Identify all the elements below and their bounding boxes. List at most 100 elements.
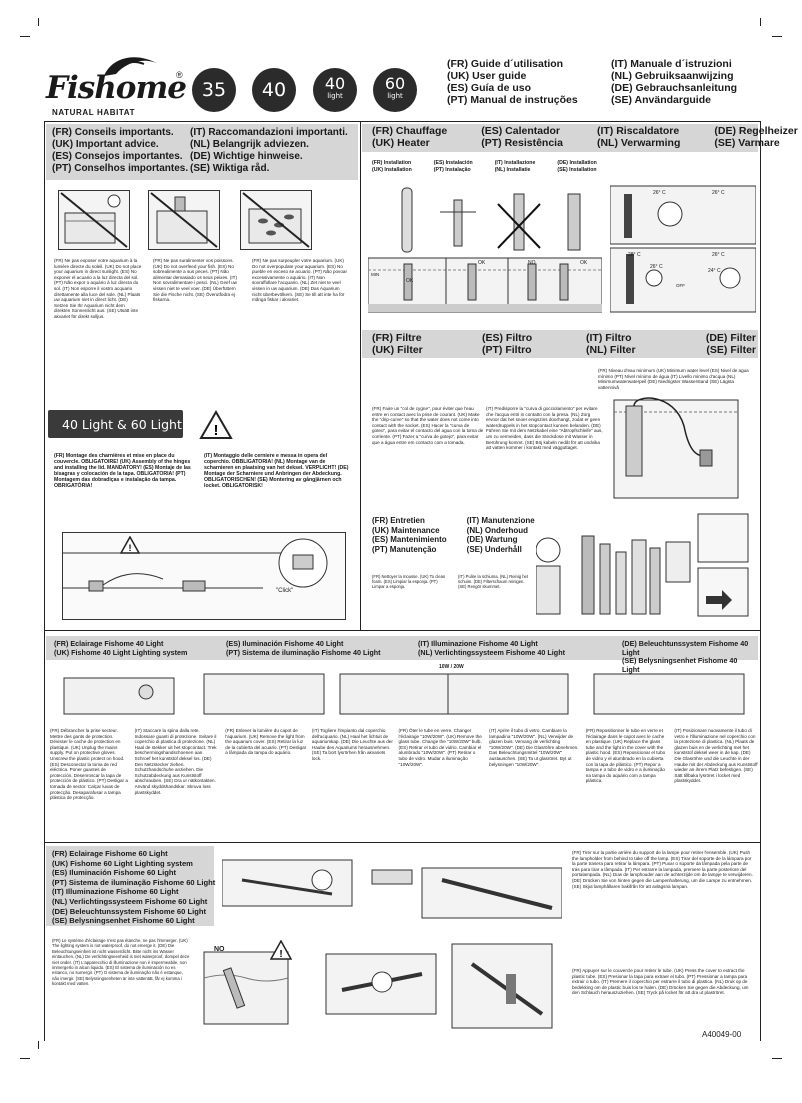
maintenance-label: (SE) Underhåll (466, 544, 522, 554)
overpopulate-illustration (240, 190, 312, 250)
registered-mark: ® (176, 70, 183, 80)
maintenance-label: (DE) Wartung (466, 535, 518, 544)
divider (44, 121, 761, 122)
step-text: (FR) Ôter le tube en verre. Changer l'éc… (398, 728, 482, 767)
install-label: (UK) Installation (372, 167, 412, 173)
heater-label: (IT) Riscaldatore (596, 125, 680, 137)
filter-illustration (613, 397, 739, 499)
lighting60-title: (UK) Fishome 60 Light Lighting system (52, 858, 193, 868)
maintenance-label: (NL) Onderhoud (466, 525, 528, 535)
heater-no-label: NO (528, 260, 536, 266)
guide-title: (FR) Guide d´utilisation (447, 58, 564, 70)
brand-logo: Fishome ® NATURAL HABITAT (46, 50, 187, 120)
important-label: (PT) Conselhos importantes. (52, 163, 189, 174)
lighting60-title: (SE) Belysningsenhet Fishome 60 Light (52, 916, 195, 926)
lighting60-step1-text: (FR) Tirer sur la partie arrière du supp… (572, 850, 753, 889)
crop-mark (20, 1058, 30, 1059)
temp-label: 24° C (708, 268, 721, 274)
guide-titles-col2: (IT) Manuale d´istruzioni (NL) Gebruiksa… (611, 58, 737, 106)
filter-water-level: (FR) Niveau d'eau minimum (UK) Minimum w… (598, 368, 749, 390)
maintenance-note-1: (FR) Nettoyer la mousse. (UK) To clean f… (372, 574, 446, 590)
filter-label: (PT) Filtro (482, 344, 532, 356)
brand-tagline: NATURAL HABITAT (52, 108, 136, 117)
install-label: (FR) Installation (372, 160, 412, 166)
filter-label: (UK) Filter (372, 344, 423, 356)
temp-label: 26° C (650, 264, 663, 270)
tube-extraction-illustration (325, 943, 553, 1029)
filter-text-left: (FR) Faire un "col de cygne", pour évite… (372, 406, 484, 445)
no-label: NO (214, 946, 225, 953)
filter-label: (NL) Filter (586, 344, 636, 356)
maintenance-headers: (FR) Entretien (UK) Maintenance (ES) Man… (372, 516, 535, 554)
lighting40-title-group: (DE) Beleuchtunssystem Fishome 40 Light(… (622, 639, 749, 674)
click-label: "Click" (276, 588, 294, 594)
svg-text:!: ! (279, 949, 282, 960)
light-section-text-right: (IT) Montaggio delle cerniere e messa in… (204, 453, 349, 489)
heater-install-labels: (FR) Installation (UK) Installation (ES)… (372, 160, 597, 174)
divider (44, 121, 45, 1041)
warning-triangle-icon: ! (270, 940, 292, 960)
crop-mark (38, 1041, 39, 1049)
lighting60-step2-text: (FR) Appuyer sur le couvercle pour retir… (572, 968, 749, 996)
maintenance-label: (ES) Mantenimiento (372, 535, 447, 544)
install-label: (DE) Installation (557, 160, 597, 166)
temp-label: 28° C (628, 252, 641, 258)
install-label: (NL) Installatie (494, 167, 531, 173)
lighting60-title: (FR) Eclairage Fishome 60 Light (52, 849, 168, 858)
guide-title: (DE) Gebrauchsanleitung (611, 82, 738, 94)
heater-off-label: OFF (676, 283, 685, 288)
lighting40-illustration (63, 673, 745, 715)
crop-mark (772, 1058, 782, 1059)
heater-label: (DE) Regelheizer (714, 125, 798, 137)
filter-text-right: (IT) Predisporre la "curva di gocciolame… (486, 406, 603, 451)
heater-label: (FR) Chauffage (372, 125, 448, 137)
lighting40-titles: (FR) Eclairage Fishome 40 Light(UK) Fish… (54, 639, 754, 674)
svg-text:!: ! (129, 543, 132, 553)
hinge-illustration (62, 532, 346, 620)
warning-triangle-icon: ! (199, 410, 233, 439)
heater-label: (UK) Heater (372, 137, 430, 149)
divider (44, 842, 761, 843)
heater-label: (ES) Calentador (481, 125, 561, 137)
document-code: A40049-00 (702, 1030, 742, 1039)
lighting60-header (46, 846, 214, 926)
install-label: (ES) Instalación (433, 160, 473, 166)
crop-mark (772, 36, 782, 37)
important-label: (ES) Consejos importantes. (52, 151, 183, 162)
heater-label: (SE) Varmare (714, 137, 780, 149)
lighting40-header (46, 636, 758, 660)
guide-title: (UK) User guide (447, 70, 527, 82)
divider (360, 121, 361, 630)
lighting60-waterproof-text: (FR) Le système d'éclairage n'est pas ét… (52, 938, 190, 987)
lighting40-title-group: (FR) Eclairage Fishome 40 Light(UK) Fish… (54, 639, 188, 657)
no-water-illustration (203, 951, 289, 1025)
temp-label: 26° C (653, 190, 666, 196)
maintenance-illustration (536, 513, 749, 617)
svg-text:!: ! (214, 422, 219, 439)
divider (760, 121, 761, 1041)
filter-headers: (FR) Filtre (UK) Filter (ES) Filtro (PT)… (372, 332, 756, 356)
important-label: (FR) Conseils importants. (52, 127, 174, 138)
lighting40-title-group: (ES) Iluminación Fishome 40 Light(PT) Si… (226, 639, 381, 657)
lighting60-title: (ES) Iluminación Fishome 60 Light (52, 868, 177, 878)
heater-min-label: MIN (371, 272, 380, 277)
model-badge-40: 40 (252, 68, 296, 112)
light-section-text-left: (FR) Montage des charnières et mise en p… (54, 453, 191, 489)
important-col1: (FR) Conseils importants. (UK) Important… (52, 127, 188, 175)
warning-sunlight-text: (FR) Ne pas exposer votre aquarium à la … (54, 258, 142, 319)
step-text: (IT) Staccare la spina dalla rete. Indos… (134, 728, 217, 795)
temp-label: 26° C (712, 190, 725, 196)
important-label: (DE) Wichtige hinweise. (190, 151, 303, 162)
warning-overfeed-text: (FR) Ne pas suralimenter vos poissons. (… (153, 258, 237, 303)
step-text: (IT) Togliere l'impianto dal coperchio d… (311, 728, 393, 761)
maintenance-note-2: (IT) Pulire la schiuma. (NL) Reinig het … (458, 574, 529, 590)
important-label: (NL) Belangrijk adviezen. (190, 139, 309, 150)
install-label: (PT) Instalação (433, 167, 471, 173)
crop-mark (760, 18, 761, 26)
lamp-removal-illustration (222, 859, 562, 919)
heater-header (362, 124, 758, 152)
heater-headers: (FR) Chauffage (UK) Heater (ES) Calentad… (372, 125, 798, 149)
guide-title: (ES) Guía de uso (447, 82, 532, 94)
maintenance-label: (UK) Maintenance (372, 525, 440, 535)
